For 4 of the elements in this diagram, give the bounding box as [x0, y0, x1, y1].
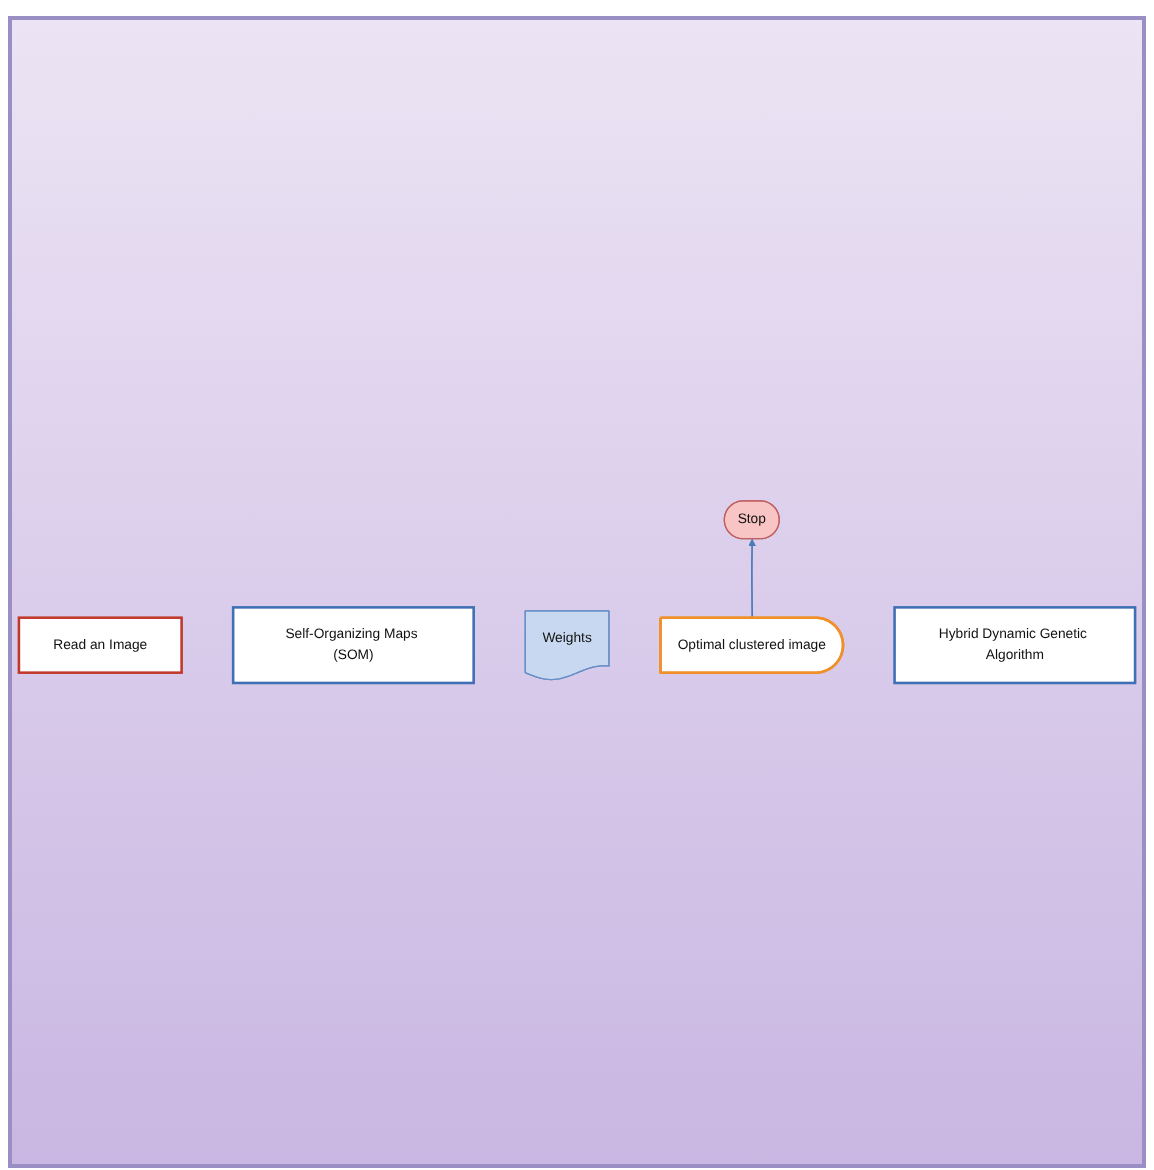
node-box — [893, 606, 1137, 685]
arrow — [748, 538, 756, 620]
node-box — [231, 606, 475, 685]
node-box — [17, 616, 183, 674]
